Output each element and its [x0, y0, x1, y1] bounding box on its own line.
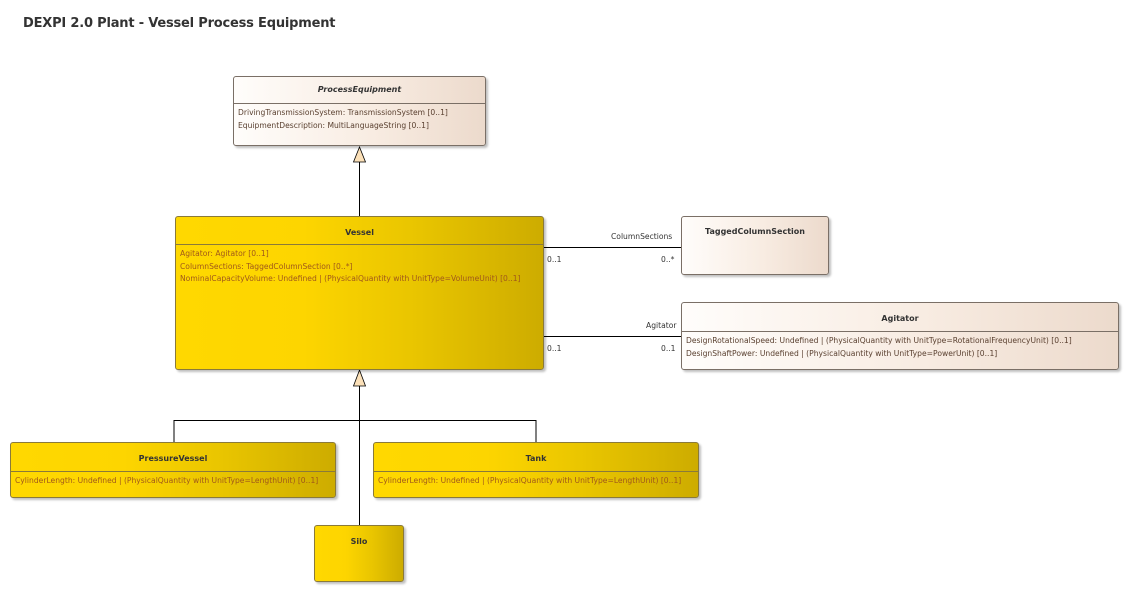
attribute: EquipmentDescription: MultiLanguageStrin… — [238, 120, 429, 130]
generalization-pressurevessel-vessel[interactable] — [173, 420, 360, 443]
attribute: CylinderLength: Undefined | (PhysicalQua… — [15, 476, 319, 485]
diagram-title: DEXPI 2.0 Plant - Vessel Process Equipme… — [23, 16, 336, 31]
divider — [11, 471, 335, 472]
generalization-arrowhead-icon — [352, 368, 367, 387]
divider — [176, 244, 543, 245]
class-name: Agitator — [881, 314, 919, 323]
class-name: Silo — [350, 537, 368, 546]
attribute-list: DrivingTransmissionSystem: TransmissionS… — [234, 104, 485, 132]
class-tagged-column-section[interactable]: TaggedColumnSection — [681, 216, 829, 275]
divider — [234, 103, 485, 104]
class-process-equipment[interactable]: ProcessEquipment DrivingTransmissionSyst… — [233, 76, 486, 146]
attribute: ColumnSections: TaggedColumnSection [0..… — [180, 261, 353, 271]
role-label-column-sections: ColumnSections — [611, 232, 673, 241]
attribute-list: DesignRotationalSpeed: Undefined | (Phys… — [682, 332, 1118, 360]
multiplicity-source-column-sections: 0..1 — [547, 255, 562, 264]
class-name: PressureVessel — [138, 454, 208, 463]
divider — [374, 471, 698, 472]
class-agitator[interactable]: Agitator DesignRotationalSpeed: Undefine… — [681, 302, 1119, 370]
attribute-list: CylinderLength: Undefined | (PhysicalQua… — [11, 472, 335, 488]
multiplicity-target-agitator: 0..1 — [661, 344, 676, 353]
divider — [682, 331, 1118, 332]
class-tank[interactable]: Tank CylinderLength: Undefined | (Physic… — [373, 442, 699, 498]
multiplicity-target-column-sections: 0..* — [661, 255, 675, 264]
attribute: CylinderLength: Undefined | (PhysicalQua… — [378, 476, 682, 485]
multiplicity-source-agitator: 0..1 — [547, 344, 562, 353]
attribute: DrivingTransmissionSystem: TransmissionS… — [238, 108, 448, 117]
class-vessel[interactable]: Vessel Agitator: Agitator [0..1] ColumnS… — [175, 216, 544, 370]
class-name: Tank — [525, 454, 547, 463]
attribute: DesignShaftPower: Undefined | (PhysicalQ… — [686, 348, 998, 358]
class-name: TaggedColumnSection — [705, 227, 805, 236]
attribute: DesignRotationalSpeed: Undefined | (Phys… — [686, 336, 1072, 345]
attribute-list: Agitator: Agitator [0..1] ColumnSections… — [176, 245, 543, 286]
generalization-tank-vessel[interactable] — [359, 420, 537, 443]
attribute-list: CylinderLength: Undefined | (PhysicalQua… — [374, 472, 698, 488]
attribute: Agitator: Agitator [0..1] — [180, 249, 269, 258]
class-name: Vessel — [345, 228, 374, 237]
class-name: ProcessEquipment — [317, 85, 402, 94]
class-pressure-vessel[interactable]: PressureVessel CylinderLength: Undefined… — [10, 442, 336, 498]
class-silo[interactable]: Silo — [314, 525, 404, 582]
attribute: NominalCapacityVolume: Undefined | (Phys… — [180, 274, 521, 283]
role-label-agitator: Agitator — [646, 321, 677, 330]
generalization-arrowhead-icon — [352, 145, 367, 163]
